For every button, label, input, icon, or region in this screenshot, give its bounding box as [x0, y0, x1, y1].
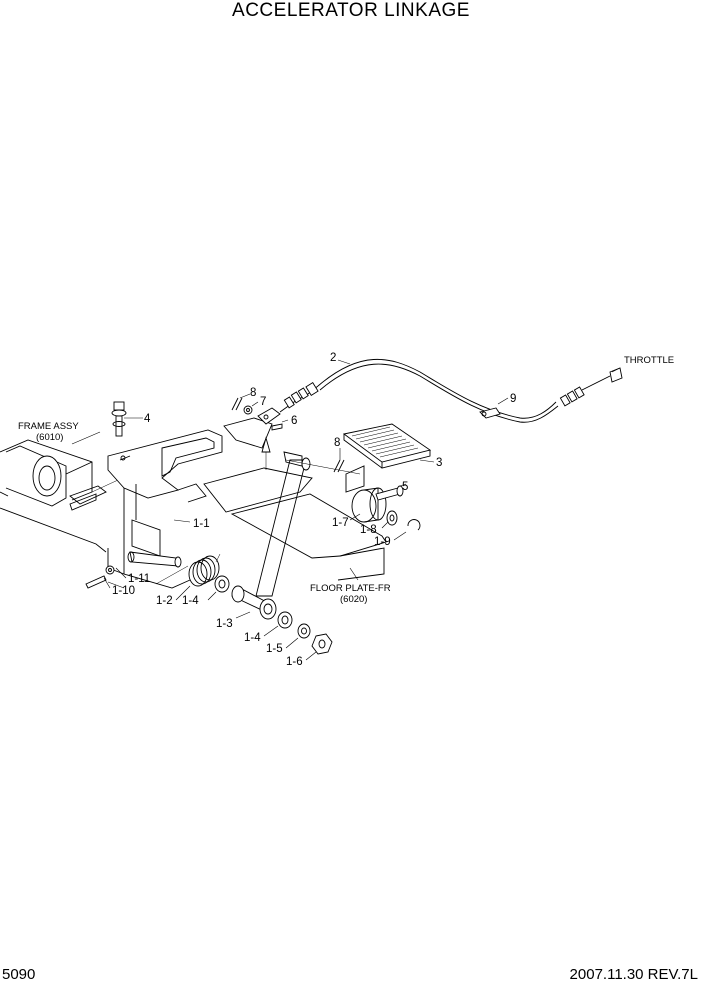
bolt-part-4 [111, 401, 143, 437]
washer-part-1-5 [285, 623, 311, 649]
part-label-1-7: 1-7 [332, 517, 349, 529]
floor-plate-label: FLOOR PLATE-FR [310, 583, 391, 594]
part-label-1-4-lower: 1-4 [244, 632, 261, 644]
shaft-part-1-11 [115, 551, 182, 579]
part-label-6: 6 [291, 415, 297, 427]
part-label-1-8: 1-8 [360, 524, 377, 536]
part-label-1-9: 1-9 [374, 536, 391, 548]
pedal-pad-part-3 [342, 423, 435, 493]
accelerator-cable-part-2 [279, 358, 623, 423]
part-label-2: 2 [330, 352, 336, 364]
clevis-part-6 [257, 407, 289, 470]
part-label-7: 7 [260, 396, 266, 408]
cable-clamp-part-9 [479, 397, 509, 419]
page-title: ACCELERATOR LINKAGE [232, 0, 470, 21]
page-number: 5090 [2, 966, 36, 983]
roller-part-1-7 [349, 487, 387, 523]
part-label-1-11: 1-11 [128, 573, 150, 585]
part-label-1-2: 1-2 [156, 595, 173, 607]
part-label-1-5: 1-5 [266, 643, 283, 655]
frame-assy-label: FRAME ASSY [18, 421, 79, 432]
part-label-9: 9 [510, 393, 516, 405]
nut-part-1-6 [305, 633, 333, 661]
clip-part-1-9 [393, 519, 421, 541]
part-label-1-10: 1-10 [112, 585, 135, 597]
frame-assy-code: (6010) [36, 432, 63, 443]
washer-part-7 [243, 401, 259, 415]
part-label-1-3: 1-3 [216, 618, 233, 630]
part-label-3: 3 [436, 457, 442, 469]
part-label-8-upper: 8 [250, 387, 256, 399]
frame-assy [0, 439, 119, 553]
bolt-part-1-10 [85, 565, 115, 589]
part-label-8-lower: 8 [334, 437, 340, 449]
cotter-pin-part-8-upper [231, 393, 251, 411]
floor-plate-fr [203, 417, 387, 581]
bolt-part-5 [375, 483, 407, 501]
cotter-pin-part-8-lower [333, 448, 345, 473]
bushing-part-1-4-upper [207, 575, 230, 601]
spring-part-1-2 [155, 553, 221, 601]
washer-part-1-8 [381, 510, 398, 529]
floor-plate-code: (6020) [340, 594, 367, 605]
throttle-label: THROTTLE [624, 355, 674, 366]
part-label-1-4-upper: 1-4 [182, 595, 199, 607]
bushing-part-1-4-lower [263, 611, 293, 637]
part-label-4: 4 [144, 413, 151, 425]
revision-date: 2007.11.30 REV.7L [569, 966, 698, 983]
part-label-1-6: 1-6 [286, 656, 303, 668]
part-label-5: 5 [402, 481, 408, 493]
part-label-1-1: 1-1 [193, 518, 210, 530]
